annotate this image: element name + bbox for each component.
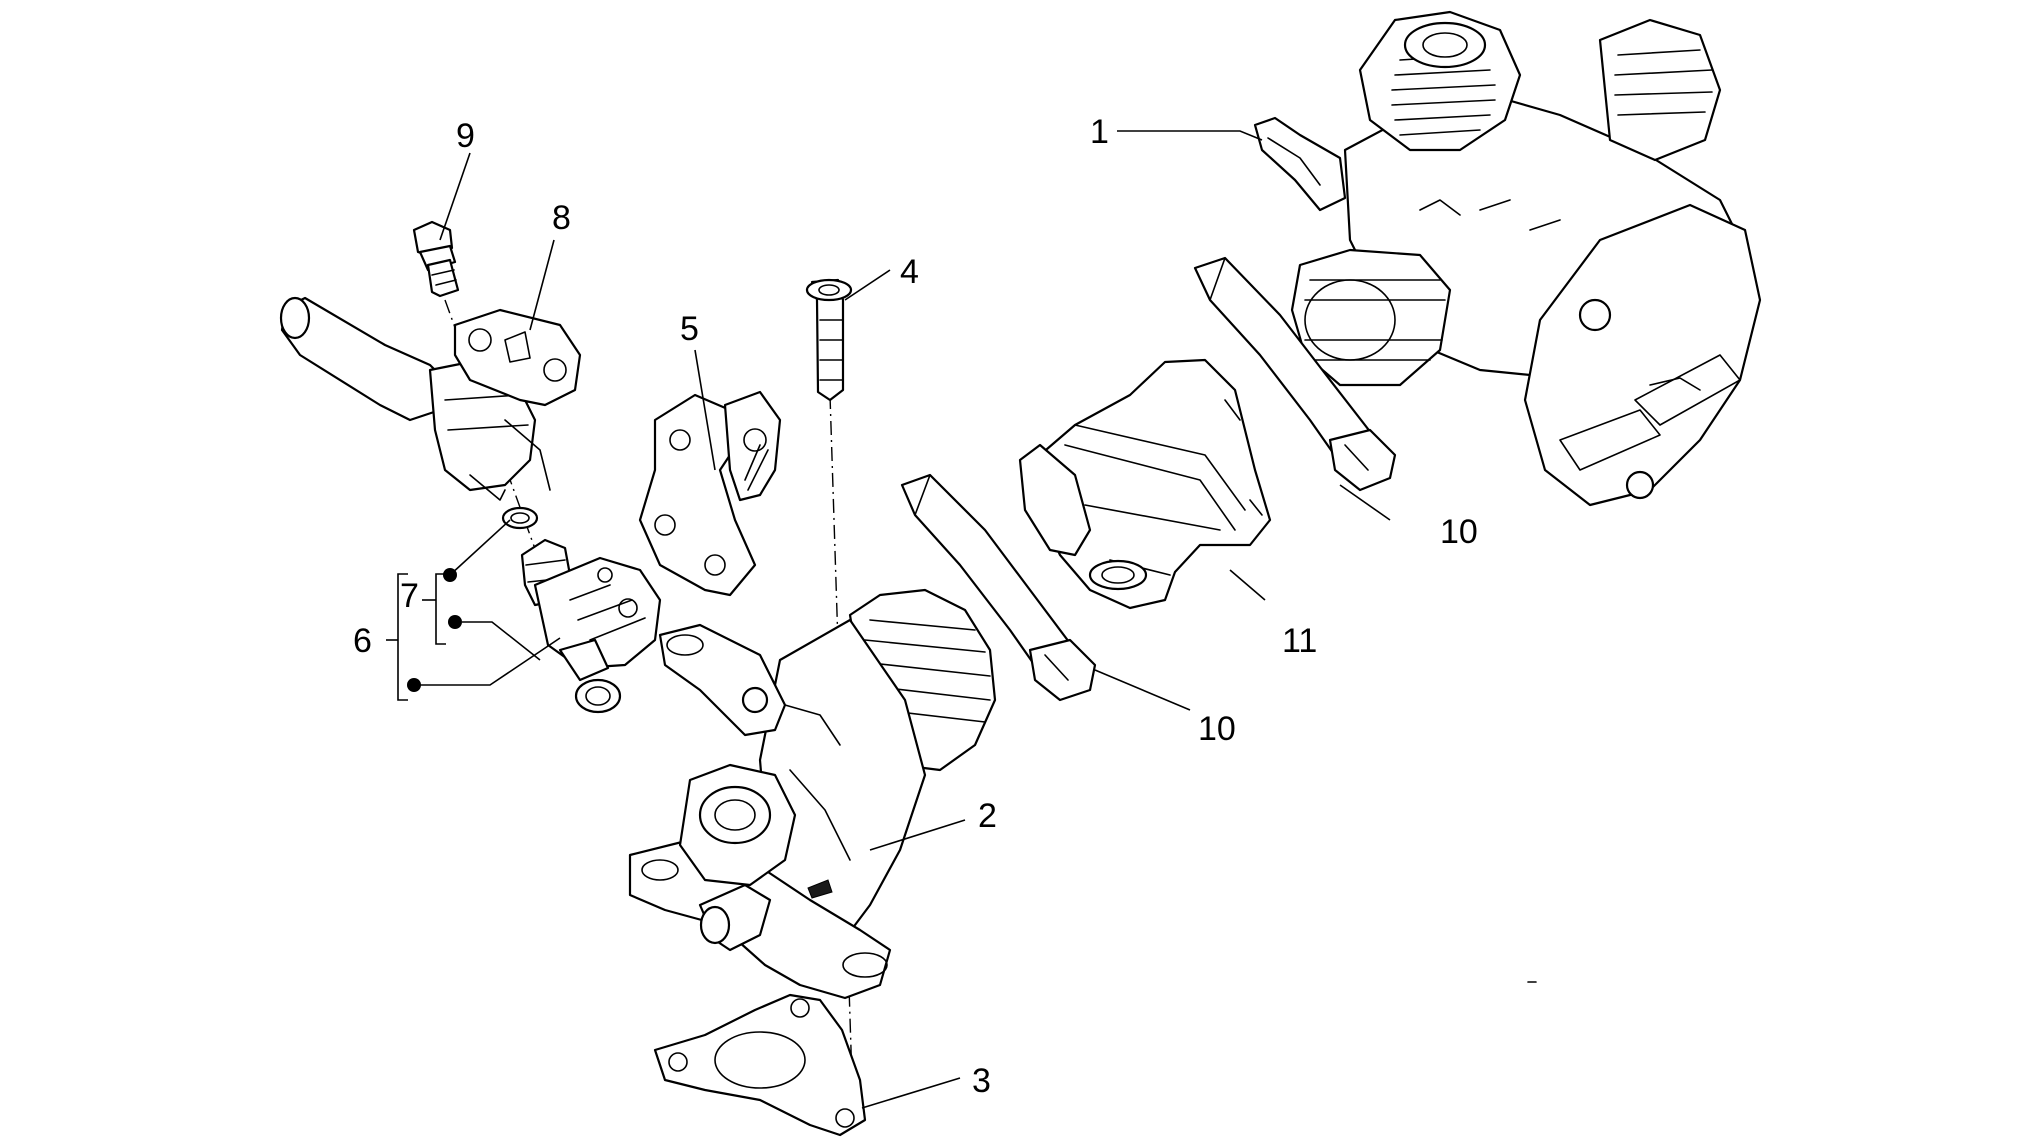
group-brackets (386, 573, 446, 701)
manifold-gasket (653, 993, 867, 1137)
callout-7: 7 (400, 577, 419, 615)
bullet-dot (443, 568, 457, 582)
callout-3: 3 (972, 1062, 991, 1100)
bullet-dot (448, 615, 462, 629)
hose-clamp-upper (1193, 256, 1397, 492)
leader-lines (420, 130, 1391, 1109)
callout-11: 11 (1282, 622, 1317, 660)
mounting-bracket (638, 390, 782, 597)
callout-2: 2 (978, 797, 997, 835)
injector-bracket (279, 296, 582, 501)
callout-4: 4 (900, 253, 919, 291)
fuel-injector-assembly (501, 506, 662, 714)
intake-coupling (1018, 358, 1272, 610)
callout-6: 6 (353, 622, 372, 660)
callout-10-upper: 10 (1440, 513, 1478, 551)
callout-10-lower: 10 (1198, 710, 1236, 748)
intake-manifold (628, 588, 997, 1000)
flange-bolt (412, 220, 460, 298)
callout-9: 9 (456, 117, 475, 155)
bullet-dots (407, 568, 462, 692)
bullet-dot (407, 678, 421, 692)
hose-clamp-lower (900, 473, 1097, 702)
callout-8: 8 (552, 199, 571, 237)
callout-5: 5 (680, 310, 699, 348)
screw (805, 278, 853, 402)
callout-1: 1 (1090, 113, 1109, 151)
throttle-body (1253, 10, 1762, 507)
callout-labels: 1 9 8 4 5 10 11 7 6 10 2 3 (353, 113, 1478, 1100)
